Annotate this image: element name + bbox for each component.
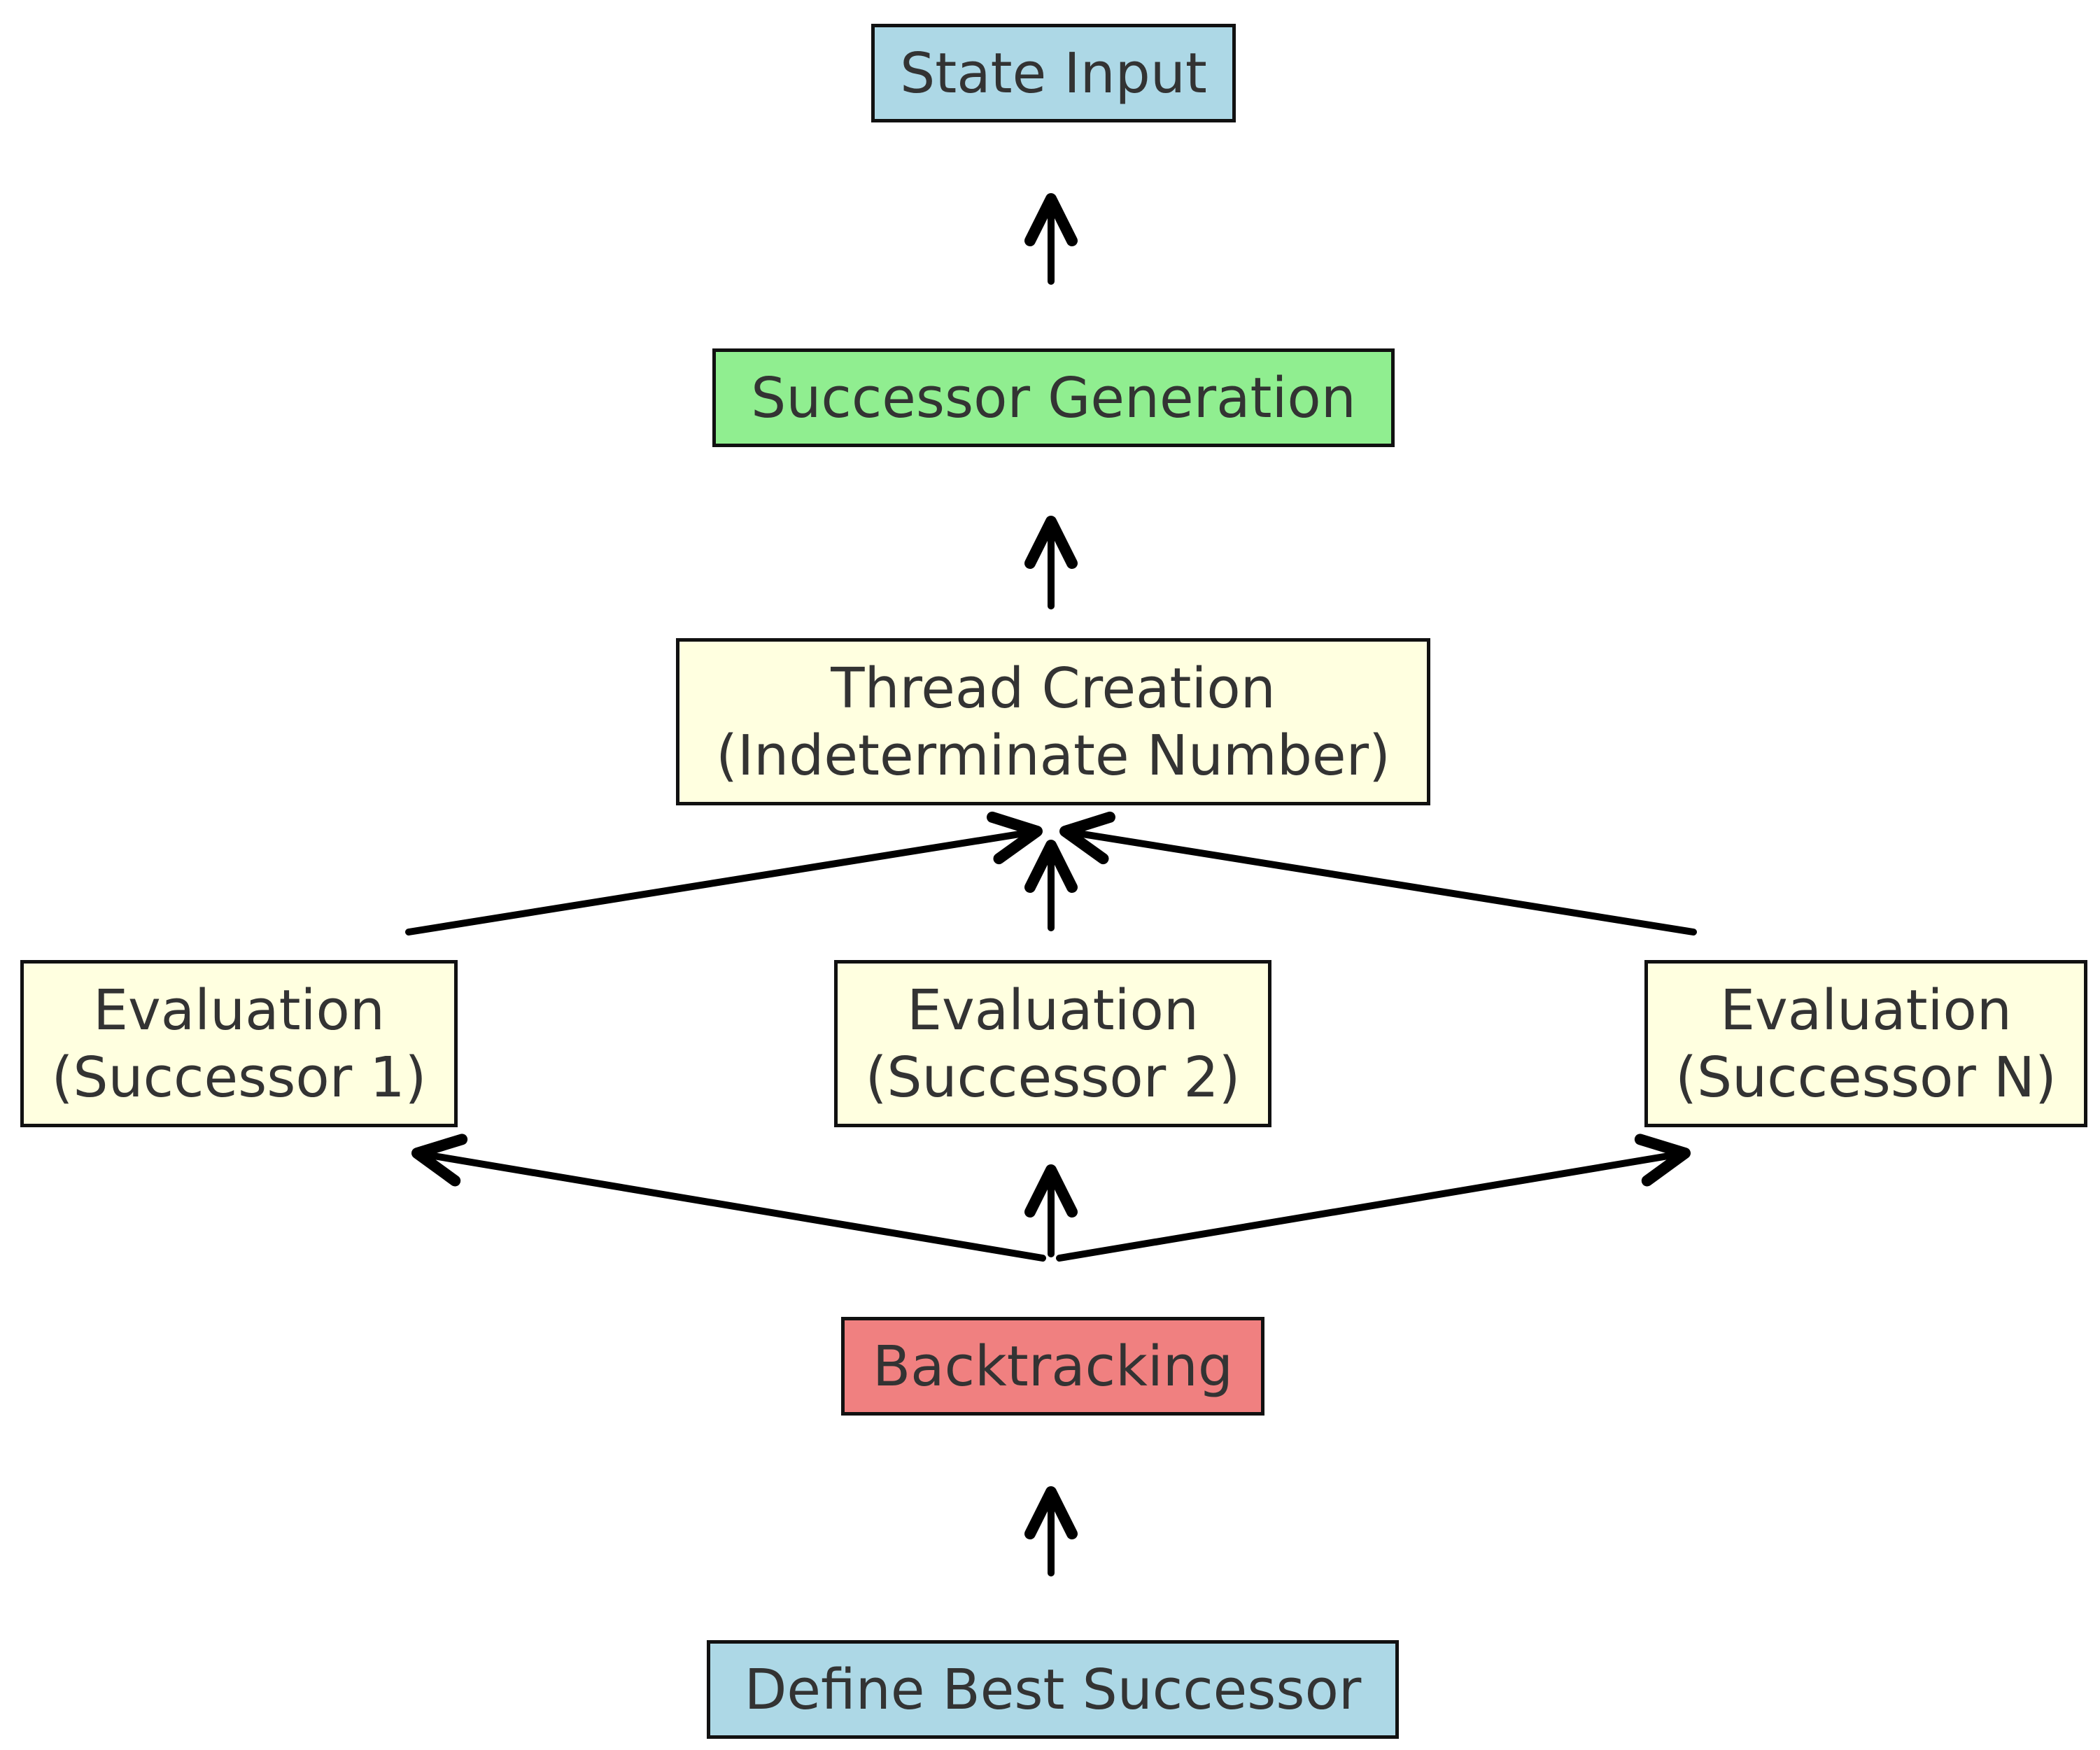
node-evaluation-1-line-2: (Successor 1) [51, 1045, 427, 1110]
node-thread-creation: Thread Creation (Indeterminate Number) [676, 638, 1430, 805]
node-thread-creation-line-2: (Indeterminate Number) [716, 723, 1390, 788]
arrow-backtracking-to-evaluation-1 [411, 1134, 1046, 1262]
node-evaluation-2: Evaluation (Successor 2) [834, 960, 1271, 1127]
node-define-best-successor-line-1: Define Best Successor [744, 1657, 1362, 1722]
arrow-backtracking-to-evaluation-n [1056, 1134, 1691, 1262]
node-evaluation-n: Evaluation (Successor N) [1644, 960, 2087, 1127]
node-backtracking: Backtracking [841, 1317, 1264, 1416]
node-backtracking-line-1: Backtracking [872, 1334, 1233, 1399]
node-state-input-line-1: State Input [900, 41, 1207, 106]
node-successor-generation-line-1: Successor Generation [751, 365, 1356, 430]
arrow-evaluation-1-to-thread-creation [405, 811, 1043, 936]
node-evaluation-2-line-1: Evaluation [907, 978, 1199, 1043]
node-define-best-successor: Define Best Successor [707, 1640, 1399, 1739]
node-evaluation-2-line-2: (Successor 2) [865, 1045, 1241, 1110]
arrow-evaluation-n-to-thread-creation [1059, 811, 1697, 936]
node-thread-creation-line-1: Thread Creation [831, 656, 1276, 721]
node-evaluation-1: Evaluation (Successor 1) [20, 960, 458, 1127]
node-evaluation-n-line-2: (Successor N) [1675, 1045, 2057, 1110]
node-evaluation-n-line-1: Evaluation [1720, 978, 2012, 1043]
node-state-input: State Input [871, 24, 1236, 122]
node-successor-generation: Successor Generation [712, 348, 1395, 447]
node-evaluation-1-line-1: Evaluation [93, 978, 385, 1043]
